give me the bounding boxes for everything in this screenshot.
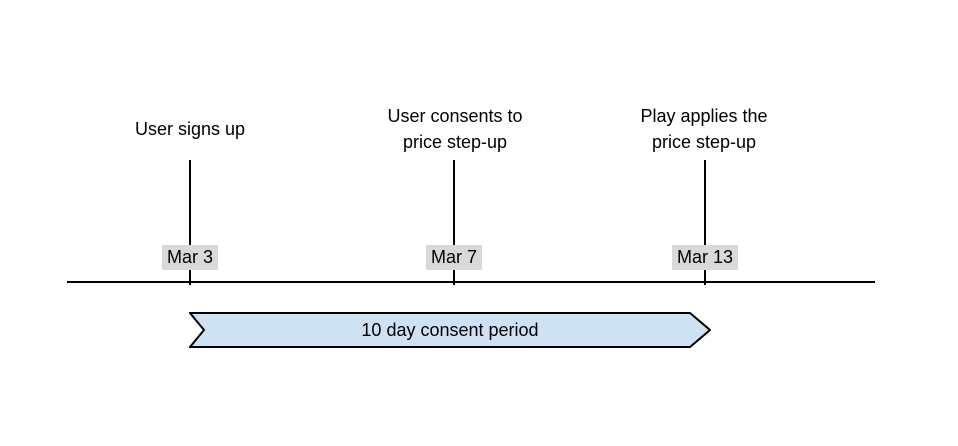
event-title: User signs up <box>134 119 246 139</box>
event-tick-line <box>453 160 455 285</box>
timeline-axis <box>67 281 875 283</box>
event-tick-line <box>704 160 706 285</box>
event-date-label: Mar 13 <box>671 245 739 270</box>
event-title: Play applies the price step-up <box>640 106 768 152</box>
event-date-label: Mar 7 <box>425 245 483 270</box>
event-title: User consents to price step-up <box>387 106 523 152</box>
consent-period-label: 10 day consent period <box>361 319 539 340</box>
chevron-banner-shape <box>189 312 711 348</box>
event-tick-line <box>189 160 191 285</box>
consent-period-banner: 10 day consent period <box>189 312 711 348</box>
chevron-banner-polygon <box>189 312 711 348</box>
event-date-label: Mar 3 <box>161 245 219 270</box>
